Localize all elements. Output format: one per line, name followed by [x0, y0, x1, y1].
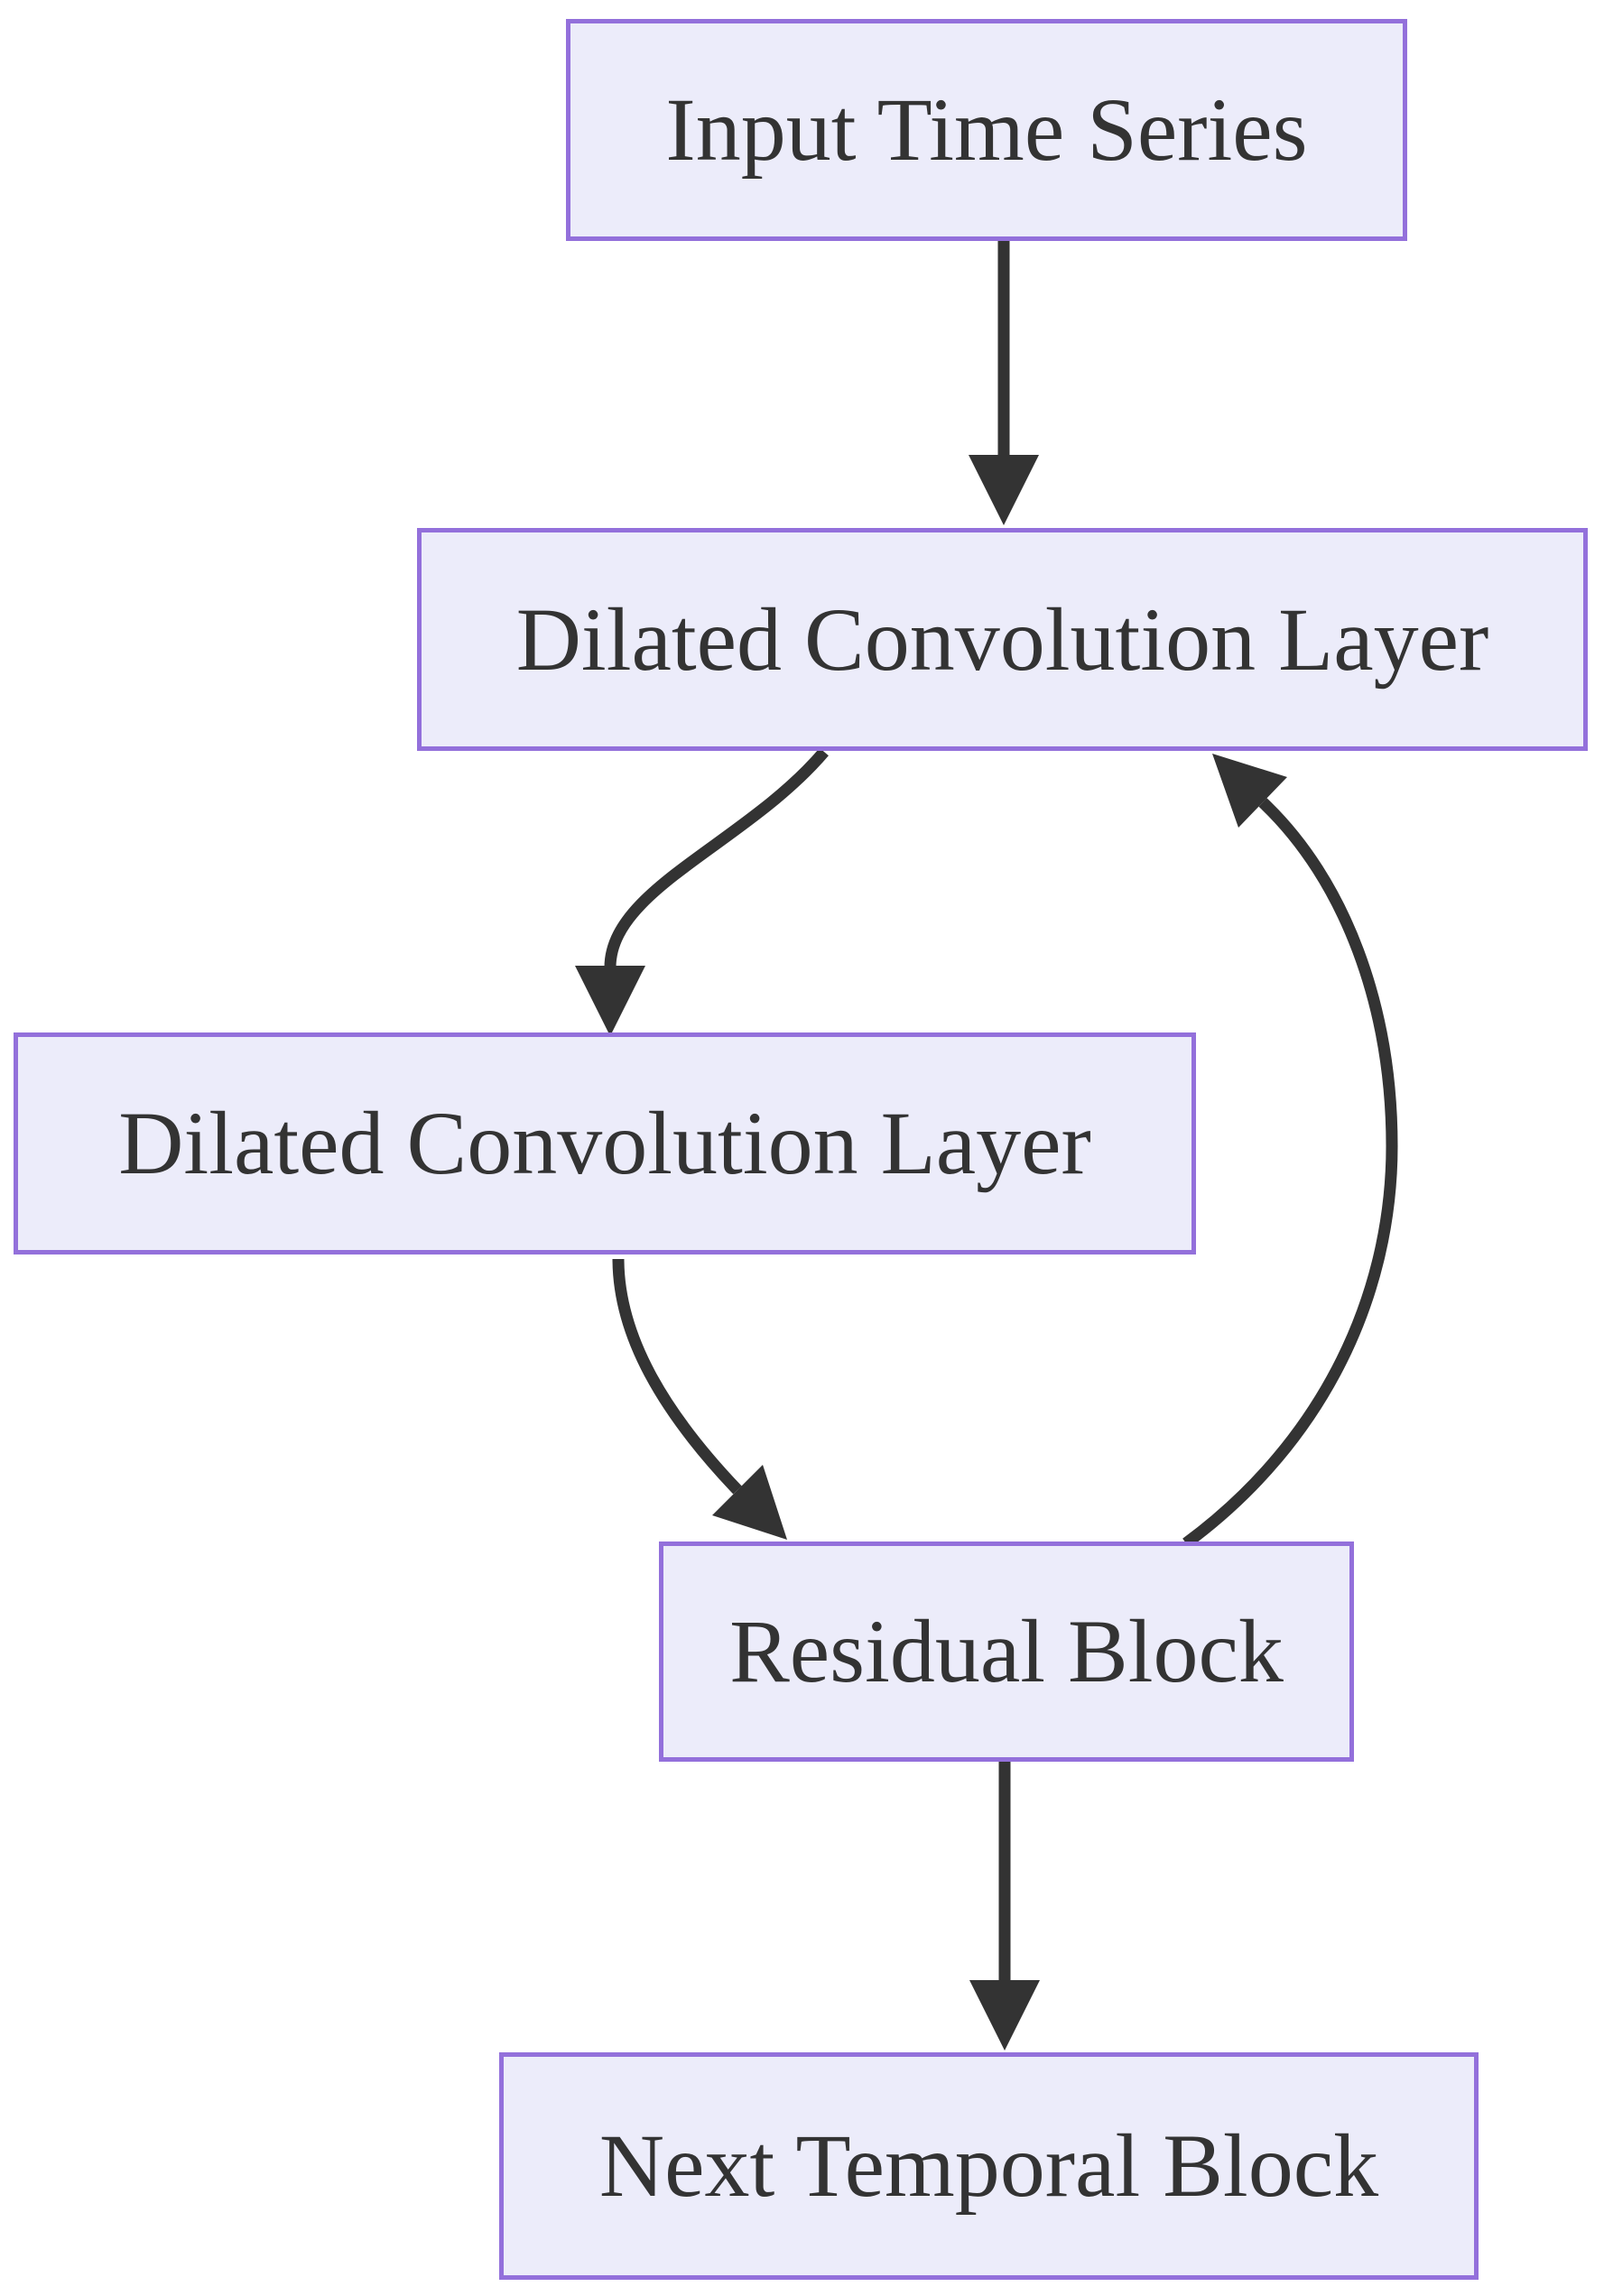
node-next-temporal-block: Next Temporal Block — [499, 2052, 1479, 2280]
edge-conv2-to-residual — [612, 1258, 787, 1540]
arrowhead-icon — [1212, 754, 1287, 828]
arrowhead-icon — [969, 455, 1039, 525]
node-input-time-series: Input Time Series — [566, 19, 1407, 241]
arrowhead-icon — [575, 966, 645, 1036]
edge-input-to-conv1 — [969, 241, 1039, 525]
node-label: Input Time Series — [665, 79, 1308, 180]
arrowhead-icon — [969, 1980, 1040, 2051]
node-label: Dilated Convolution Layer — [515, 588, 1489, 690]
node-label: Residual Block — [729, 1601, 1284, 1701]
arrowhead-icon — [712, 1465, 787, 1540]
edge-residual-to-next — [969, 1762, 1040, 2051]
node-dilated-convolution-layer-1: Dilated Convolution Layer — [417, 528, 1588, 751]
node-label: Dilated Convolution Layer — [118, 1093, 1091, 1193]
node-label: Next Temporal Block — [598, 2115, 1379, 2216]
edge-conv1-to-conv2 — [575, 747, 829, 1036]
edge-residual-to-conv1-feedback — [1182, 754, 1398, 1549]
node-dilated-convolution-layer-2: Dilated Convolution Layer — [14, 1032, 1196, 1254]
node-residual-block: Residual Block — [659, 1541, 1354, 1762]
